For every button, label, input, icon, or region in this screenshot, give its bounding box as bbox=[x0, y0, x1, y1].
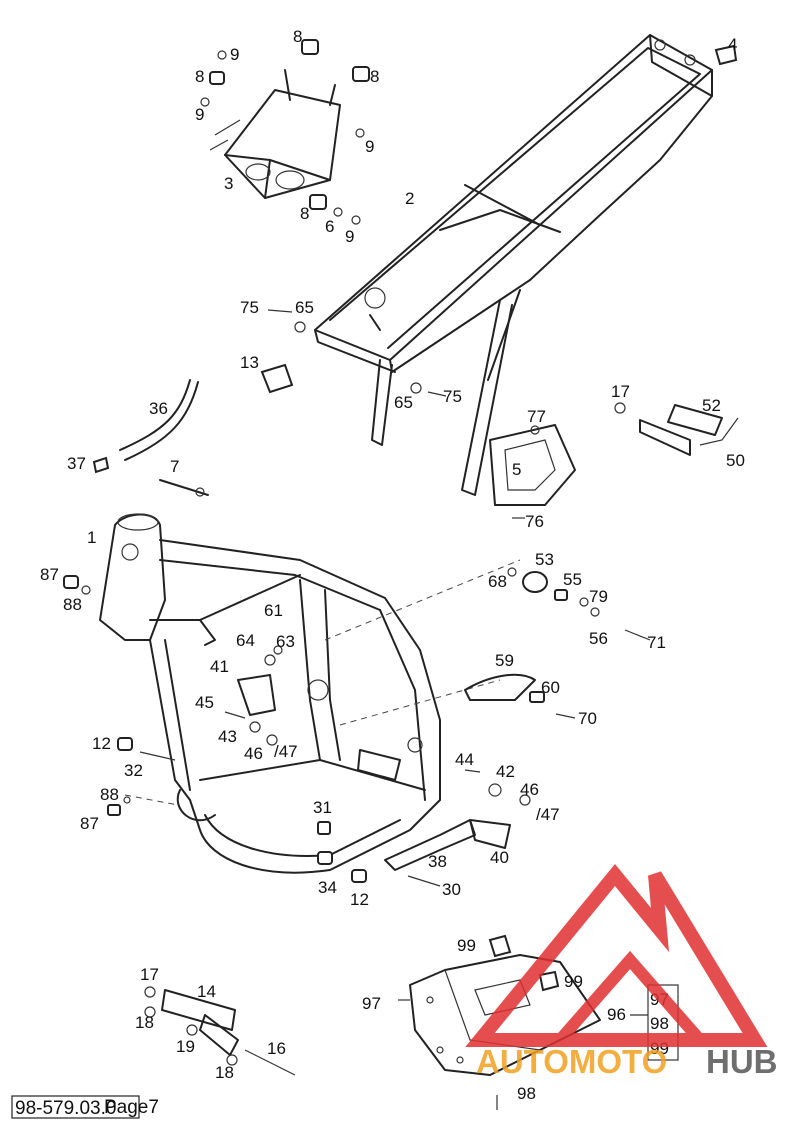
watermark-logo: AUTOMOTO HUB bbox=[465, 863, 778, 1080]
callout-56: 56 bbox=[589, 629, 608, 648]
callout-96: 96 bbox=[607, 1005, 626, 1024]
callout-47: /47 bbox=[536, 805, 560, 824]
callout-52: 52 bbox=[702, 396, 721, 415]
callout-16: 16 bbox=[267, 1039, 286, 1058]
drawing-number-box bbox=[11, 1095, 140, 1119]
callout-38: 38 bbox=[428, 852, 447, 871]
callout-98: 98 bbox=[517, 1084, 536, 1103]
callout-17: 17 bbox=[611, 382, 630, 401]
callout-labels: 9 8 4 8 8 9 9 3 8 6 9 2 75 65 13 65 75 1… bbox=[40, 27, 745, 1103]
callout-65: 65 bbox=[394, 393, 413, 412]
callout-75: 75 bbox=[240, 298, 259, 317]
callout-77: 77 bbox=[527, 407, 546, 426]
callout-87: 87 bbox=[40, 565, 59, 584]
callout-2: 2 bbox=[405, 189, 414, 208]
callout-8: 8 bbox=[300, 204, 309, 223]
callout-42: 42 bbox=[496, 762, 515, 781]
callout-8: 8 bbox=[195, 67, 204, 86]
callout-4: 4 bbox=[728, 35, 737, 54]
watermark-brand-left: AUTOMOTO bbox=[476, 1043, 667, 1080]
callout-9: 9 bbox=[230, 45, 239, 64]
callout-76: 76 bbox=[525, 512, 544, 531]
callout-44: 44 bbox=[455, 750, 474, 769]
watermark-brand-right: HUB bbox=[706, 1043, 778, 1080]
callout-68: 68 bbox=[488, 572, 507, 591]
callout-36: 36 bbox=[149, 399, 168, 418]
callout-97: 97 bbox=[362, 994, 381, 1013]
side-hardware-drawing bbox=[63, 567, 651, 887]
callout-12: 12 bbox=[350, 890, 369, 909]
callout-37: 37 bbox=[67, 454, 86, 473]
guard-part-3-drawing bbox=[209, 69, 341, 199]
callout-40: 40 bbox=[490, 848, 509, 867]
callout-3: 3 bbox=[224, 174, 233, 193]
callout-19: 19 bbox=[176, 1037, 195, 1056]
callout-18: 18 bbox=[135, 1013, 154, 1032]
callout-30: 30 bbox=[442, 880, 461, 899]
callout-8: 8 bbox=[370, 67, 379, 86]
callout-14: 14 bbox=[197, 982, 216, 1001]
chain-guide-drawing bbox=[489, 424, 576, 519]
callout-50: 50 bbox=[726, 451, 745, 470]
callout-34: 34 bbox=[318, 878, 337, 897]
footer: 98-579.03.0 Page7 bbox=[11, 1095, 159, 1119]
callout-1: 1 bbox=[87, 528, 96, 547]
callout-75: 75 bbox=[443, 387, 462, 406]
callout-65: 65 bbox=[295, 298, 314, 317]
callout-71: 71 bbox=[647, 633, 666, 652]
reference-lines bbox=[124, 559, 521, 806]
callout-59: 59 bbox=[495, 651, 514, 670]
callout-8: 8 bbox=[293, 27, 302, 46]
callout-99: 99 bbox=[564, 972, 583, 991]
callout-46: 46 bbox=[520, 780, 539, 799]
drawing-number: 98-579.03.0 bbox=[15, 1098, 116, 1119]
callout-63: 63 bbox=[276, 632, 295, 651]
callout-64: 64 bbox=[236, 631, 255, 650]
callout-7: 7 bbox=[170, 457, 179, 476]
hose-and-sensor-drawing bbox=[92, 379, 209, 497]
callout-55: 55 bbox=[563, 570, 582, 589]
callout-13: 13 bbox=[240, 353, 259, 372]
callout-32: 32 bbox=[124, 761, 143, 780]
callout-46: 46 bbox=[244, 744, 263, 763]
lower-bracket-drawing bbox=[144, 986, 296, 1076]
callout-6: 6 bbox=[325, 217, 334, 236]
callout-31: 31 bbox=[313, 798, 332, 817]
upper-hardware-drawing bbox=[200, 39, 738, 397]
callout-98: 98 bbox=[650, 1014, 669, 1033]
callout-9: 9 bbox=[195, 105, 204, 124]
subframe-drawing bbox=[314, 34, 713, 496]
callout-88: 88 bbox=[100, 785, 119, 804]
callout-99: 99 bbox=[457, 936, 476, 955]
callout-87: 87 bbox=[80, 814, 99, 833]
callout-47: /47 bbox=[274, 742, 298, 761]
footrest-drawing bbox=[614, 402, 739, 456]
callout-12: 12 bbox=[92, 734, 111, 753]
callout-43: 43 bbox=[218, 727, 237, 746]
callout-88: 88 bbox=[63, 595, 82, 614]
callout-18: 18 bbox=[215, 1063, 234, 1082]
callout-45: 45 bbox=[195, 693, 214, 712]
callout-61: 61 bbox=[264, 601, 283, 620]
callout-53: 53 bbox=[535, 550, 554, 569]
page-label: Page7 bbox=[104, 1097, 159, 1118]
callout-70: 70 bbox=[578, 709, 597, 728]
callout-60: 60 bbox=[541, 678, 560, 697]
main-frame-drawing bbox=[99, 513, 441, 874]
callout-79: 79 bbox=[589, 587, 608, 606]
callout-9: 9 bbox=[365, 137, 374, 156]
callout-5: 5 bbox=[512, 460, 521, 479]
callout-9: 9 bbox=[345, 227, 354, 246]
callout-41: 41 bbox=[210, 657, 229, 676]
callout-17: 17 bbox=[140, 965, 159, 984]
